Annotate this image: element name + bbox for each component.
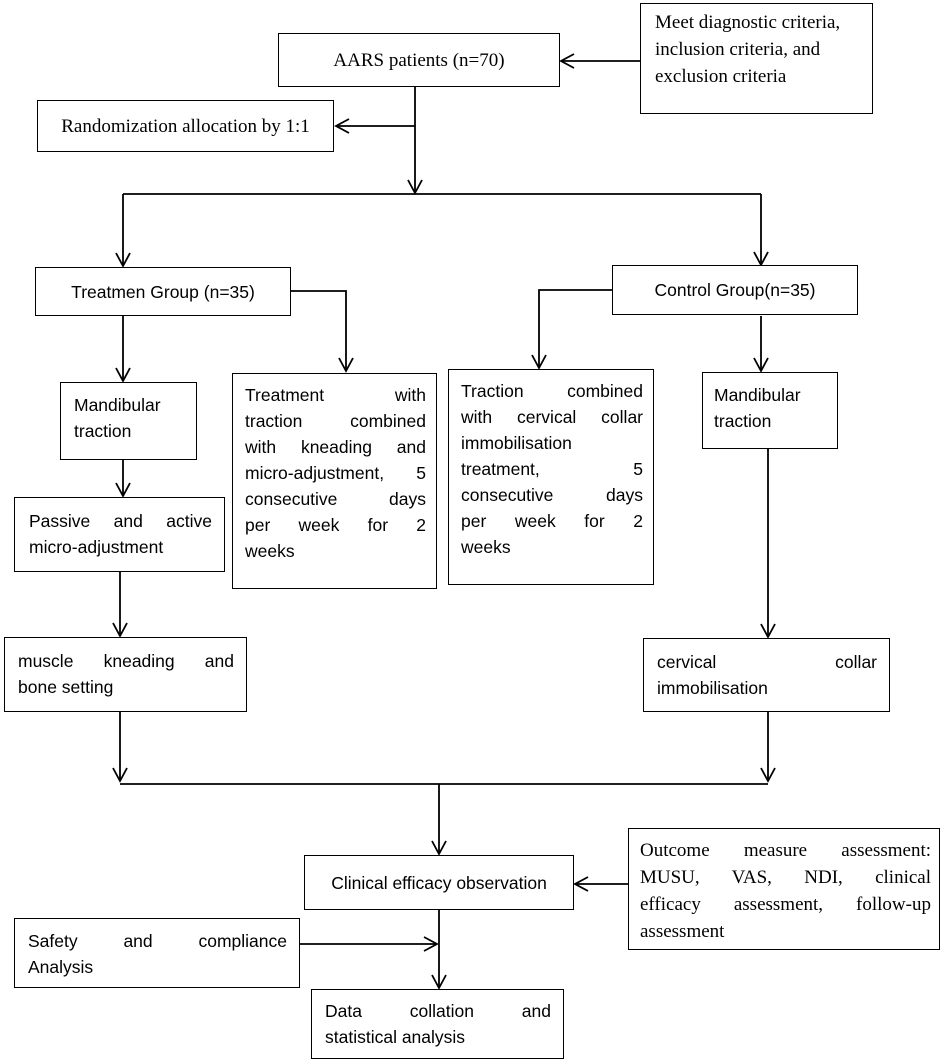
muscle-kneading-box: muscle kneading and bone setting (4, 637, 247, 712)
outcome-line-2: MUSU, VAS, NDI, clinical (640, 867, 931, 888)
control-desc-line-5: consecutive days (461, 485, 643, 505)
treatment-desc-line-5: consecutive days (245, 489, 426, 509)
passive-active-box: Passive and active micro-adjustment (14, 497, 225, 572)
passive-active-line-1: Passive and active (29, 511, 212, 531)
control-desc-line-1: Traction combined (461, 381, 643, 401)
criteria-line-2: inclusion criteria, and (655, 39, 821, 60)
aars-patients-box: AARS patients (n=70) (278, 33, 560, 87)
clinical-efficacy-box: Clinical efficacy observation (304, 855, 574, 910)
treatment-desc-line-3: with kneading and (245, 437, 426, 457)
arrow-control-to-description (531, 289, 612, 370)
outcome-line-3: efficacy assessment, follow-up (640, 894, 931, 915)
aars-patients-label: AARS patients (n=70) (333, 49, 505, 71)
criteria-line-3: exclusion criteria (655, 66, 787, 87)
control-desc-line-6: per week for 2 (461, 511, 643, 531)
muscle-kneading-line-2: bone setting (18, 677, 114, 697)
treatment-description-box: Treatment with traction combined with kn… (232, 373, 437, 589)
data-collation-line-1: Data collation and (325, 1001, 551, 1021)
safety-compliance-box: Safety and compliance Analysis (14, 918, 300, 988)
outcome-line-1: Outcome measure assessment: (640, 840, 931, 861)
control-description-box: Traction combined with cervical collar i… (448, 369, 654, 585)
clinical-efficacy-label: Clinical efficacy observation (331, 872, 547, 893)
mandibular-traction-left-box: Mandibular traction (60, 382, 197, 460)
control-desc-line-4: treatment, 5 (461, 459, 643, 479)
passive-active-line-2: micro-adjustment (29, 537, 164, 557)
treatment-desc-line-1: Treatment with (245, 385, 426, 405)
cervical-collar-line-1: cervical collar (657, 652, 877, 672)
treatment-desc-line-4: micro-adjustment, 5 (245, 463, 426, 483)
data-collation-box: Data collation and statistical analysis (311, 989, 564, 1059)
data-collation-line-2: statistical analysis (325, 1027, 466, 1047)
safety-line-2: Analysis (28, 957, 94, 977)
randomization-label: Randomization allocation by 1:1 (61, 115, 310, 137)
control-group-box: Control Group(n=35) (612, 265, 858, 315)
outcome-line-4: assessment (640, 921, 725, 942)
control-desc-line-7: weeks (461, 537, 511, 557)
treatment-desc-line-6: per week for 2 (245, 515, 426, 535)
treatment-group-box: Treatmen Group (n=35) (35, 267, 291, 316)
cervical-collar-box: cervical collar immobilisation (643, 638, 890, 712)
outcome-measure-box: Outcome measure assessment: MUSU, VAS, N… (628, 828, 940, 950)
mandibular-left-line-2: traction (74, 421, 132, 441)
muscle-kneading-line-1: muscle kneading and (18, 651, 234, 671)
arrow-treatment-to-description (291, 290, 354, 373)
control-desc-line-2: with cervical collar (461, 407, 643, 427)
criteria-line-1: Meet diagnostic criteria, (655, 12, 841, 33)
cervical-collar-line-2: immobilisation (657, 678, 768, 698)
treatment-group-label: Treatmen Group (n=35) (71, 281, 255, 302)
mandibular-right-line-2: traction (714, 411, 772, 431)
control-desc-line-3: immobilisation (461, 433, 572, 453)
safety-line-1: Safety and compliance (28, 931, 287, 951)
mandibular-left-line-1: Mandibular (74, 395, 161, 415)
treatment-desc-line-7: weeks (245, 541, 295, 561)
control-group-label: Control Group(n=35) (654, 280, 816, 300)
mandibular-traction-right-box: Mandibular traction (702, 372, 838, 449)
randomization-box: Randomization allocation by 1:1 (37, 100, 334, 152)
mandibular-right-line-1: Mandibular (714, 385, 801, 405)
treatment-desc-line-2: traction combined (245, 411, 426, 431)
criteria-box: Meet diagnostic criteria, inclusion crit… (640, 3, 873, 114)
